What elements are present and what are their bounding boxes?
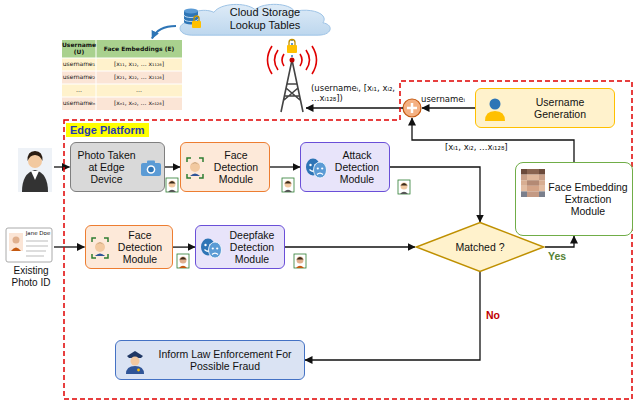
- cloud-to-table-arrow: [152, 26, 176, 39]
- edge-label: Yes: [548, 250, 566, 263]
- process-box: Inform Law Enforcement For Possible Frau…: [115, 340, 305, 380]
- process-box: Face Detection Module: [180, 142, 270, 192]
- signal-label: [xᵢ₁, xᵢ₂, …xᵢ₁₂₈]: [445, 142, 555, 152]
- node-text: Inform Law Enforcement For Possible Frau…: [152, 348, 298, 372]
- edge-label: No: [486, 309, 500, 322]
- node-text: Attack Detection Module: [329, 149, 385, 185]
- table-cell: usernameₙ: [62, 97, 96, 110]
- police-icon: [121, 347, 149, 375]
- process-box: Photo Taken at Edge Device: [70, 142, 165, 192]
- lookup-table: [62, 40, 182, 110]
- process-box: Attack Detection Module: [300, 142, 390, 192]
- camera-icon: [140, 159, 162, 177]
- database-lock-icon: [182, 7, 202, 31]
- plus-to-tower-arrow: [306, 107, 403, 108]
- table-cell: [x₁₁, x₁₂, … x₁₁₂₈]: [96, 58, 182, 71]
- table-header: Username (U): [62, 40, 96, 58]
- mask-icon: [199, 237, 223, 259]
- table-cell: …: [96, 84, 182, 97]
- cloud-node: Cloud Storage Lookup Tables: [176, 0, 334, 38]
- connector-arrow: [390, 167, 480, 222]
- connector-arrow: [285, 246, 415, 247]
- table-cell: [xₙ₁, xₙ₂, … xₙ₁₂₈]: [96, 97, 182, 110]
- tuple-label: (usernameᵢ, [xᵢ₁, xᵢ₂, …xᵢ₁₂₈]): [311, 83, 399, 103]
- node-text: Username Generation: [524, 96, 596, 120]
- caption-label: Existing Photo ID: [3, 265, 59, 289]
- pixelated-face-icon: [521, 169, 545, 197]
- decision-diamond: Matched ?: [415, 222, 545, 272]
- process-box: Username Generation: [475, 88, 615, 128]
- user-icon: [482, 96, 508, 122]
- table-cell: username₂: [62, 71, 96, 84]
- person-photo: [18, 148, 52, 192]
- photo-to-box-arrow: [54, 166, 70, 167]
- connector-arrow: [270, 166, 300, 167]
- region-title: Edge Platform: [66, 123, 149, 137]
- node-text: Matched ?: [455, 241, 504, 253]
- connector-arrow: [165, 166, 180, 167]
- edge-platform-region: Edge Platform Username GenerationPhoto Ta…: [63, 80, 633, 400]
- username-to-plus-arrow: [422, 107, 475, 108]
- table-header: Face Embeddings (E): [96, 40, 182, 58]
- lock-icon: [287, 40, 297, 54]
- node-text: Cloud Storage Lookup Tables: [225, 6, 305, 31]
- face-icon: [90, 236, 110, 260]
- connector-arrow: [545, 236, 574, 247]
- mask-icon: [304, 157, 328, 179]
- node-text: Photo Taken at Edge Device: [77, 149, 136, 185]
- process-box: Face Embedding Extraction Module: [515, 162, 633, 236]
- table-cell: username₁: [62, 58, 96, 71]
- id-to-box-arrow: [54, 246, 85, 247]
- process-box: Face Detection Module: [85, 225, 173, 269]
- photo-id-card: [6, 228, 52, 262]
- node-text: Deepfake Detection Module: [224, 229, 280, 265]
- id-card-name: Jane Doe: [25, 229, 51, 238]
- combine-plus: [403, 99, 421, 117]
- connector-arrow: [305, 272, 480, 360]
- node-text: Face Embedding Extraction Module: [548, 181, 628, 217]
- node-text: Face Detection Module: [207, 149, 265, 185]
- process-box: Deepfake Detection Module: [195, 225, 285, 269]
- connector-arrow: [173, 246, 195, 247]
- table-cell: [x₂₁, x₂₂, … x₂₁₂₈]: [96, 71, 182, 84]
- node-text: Face Detection Module: [112, 229, 168, 265]
- signal-label: usernameᵢ: [421, 94, 473, 104]
- table-cell: …: [62, 84, 96, 97]
- face-icon: [185, 156, 205, 180]
